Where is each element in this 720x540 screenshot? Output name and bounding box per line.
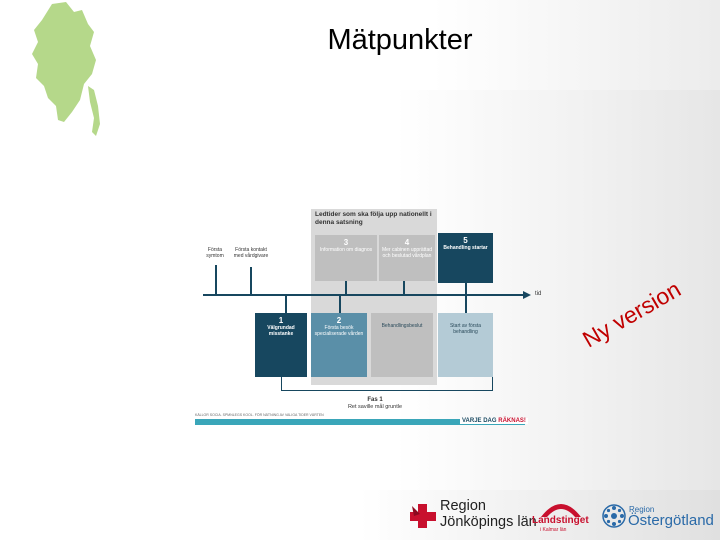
pre-label-first-symptom: Första symtom <box>206 247 224 259</box>
step-box-1: 1 Välgrundad misstanke <box>255 313 307 377</box>
tick-step-3 <box>345 281 347 295</box>
diagram-source-text: KÄLLOR SOCIA. SPMNLEGS KOOL. FÖR NÄTNING… <box>195 413 324 417</box>
timeline-arrow-icon <box>523 291 531 299</box>
landstinget-kalmar-logo-sub: i Kalmar län <box>540 527 567 533</box>
step-box-5: 5 Behandling startar <box>438 233 493 283</box>
treatment-decision-box: Behandlingsbeslut <box>371 313 433 377</box>
slogan: VARJE DAG RÄKNAS! <box>460 418 528 424</box>
timeline-axis <box>203 294 525 296</box>
region-jonkoping-logo-text: Region Jönköpings län <box>440 498 537 530</box>
map-logo <box>32 2 100 136</box>
region-ostergotland-logo-icon <box>602 504 626 528</box>
region-ostergotland-logo-line1: Region <box>629 505 655 514</box>
panel-title: Ledtider som ska följa upp nationellt i … <box>315 211 432 226</box>
landstinget-kalmar-logo-text: Landstinget <box>532 515 589 526</box>
new-version-stamp: Ny version <box>578 275 686 353</box>
slide-title: Mätpunkter <box>327 24 473 56</box>
axis-label: tid <box>535 291 542 297</box>
tick-step-4 <box>403 281 405 295</box>
tick-start-treatment <box>465 295 467 313</box>
tick-step-2 <box>339 295 341 313</box>
phase-label: Fas 1 Ret saville mål gruntle <box>347 397 403 410</box>
tick-step-1 <box>285 295 287 313</box>
top-band <box>0 0 720 90</box>
region-ostergotland-logo-line2: Östergötland <box>628 512 714 529</box>
tick-first-contact <box>250 267 252 295</box>
region-jonkoping-logo-icon <box>410 504 436 528</box>
phase-bracket <box>281 377 493 391</box>
tick-step-5 <box>465 283 467 295</box>
process-diagram: Ledtider som ska följa upp nationellt i … <box>195 205 550 435</box>
step-box-4: 4 Mer cabinen upprättad och beslutad vår… <box>379 235 435 281</box>
landstinget-kalmar-logo-icon <box>541 504 581 517</box>
treatment-start-box: Start av första behandling <box>438 313 493 377</box>
pre-label-first-contact: Första kontakt med vårdgivare <box>233 247 269 259</box>
step-box-2: 2 Första besök specialiserade vården <box>311 313 367 377</box>
logo-bar <box>0 490 720 540</box>
tick-first-symptom <box>215 265 217 295</box>
diagram-footer-bar <box>195 419 525 425</box>
step-box-3: 3 Information om diagnos <box>315 235 377 281</box>
